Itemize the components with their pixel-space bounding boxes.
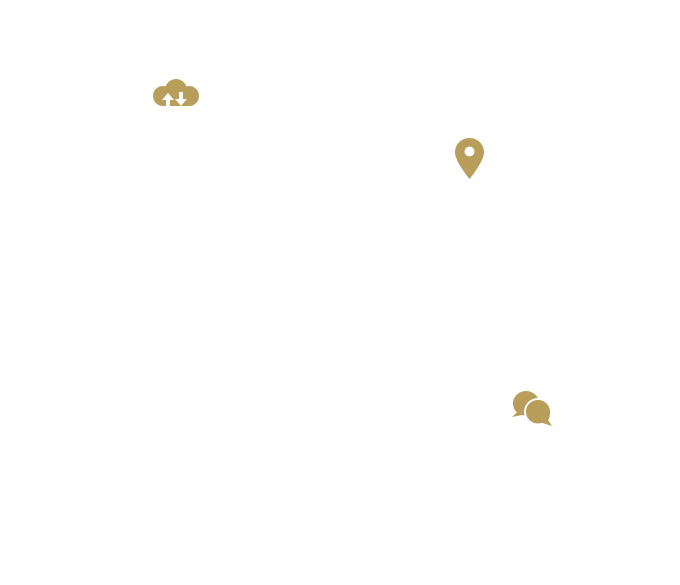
cloud-sync-icon <box>151 78 201 109</box>
chat-bubbles-icon <box>511 389 553 428</box>
map-pin-icon <box>454 137 485 180</box>
